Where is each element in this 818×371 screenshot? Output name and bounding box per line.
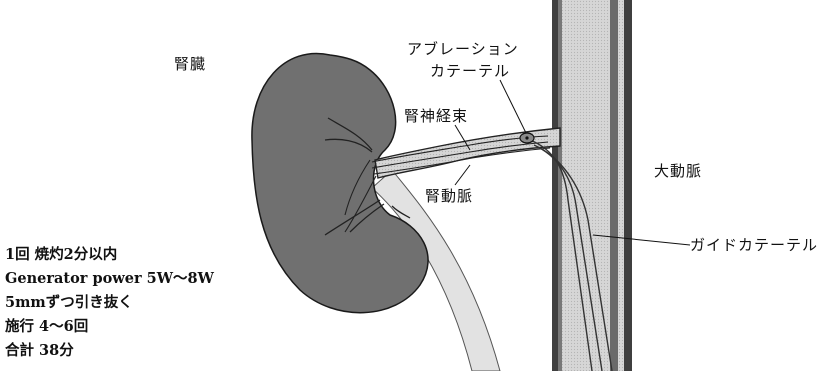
label-kidney: 腎臓 [174,55,206,73]
label-ablation-catheter-line1: アブレーション [407,40,519,58]
label-aorta: 大動脈 [654,162,702,180]
note-line: 5mmずつ引き抜く [5,291,214,315]
label-guide-catheter: ガイドカテーテル [690,236,818,254]
note-line: Generator power 5W～8W [5,267,214,291]
aorta [552,0,632,371]
ablation-catheter-tip [520,133,534,143]
label-ablation-catheter-line2: カテーテル [430,62,510,80]
procedure-notes: 1回 焼灼2分以内 Generator power 5W～8W 5mmずつ引き抜… [5,243,214,363]
label-renal-nerve: 腎神経束 [404,107,468,125]
label-renal-artery: 腎動脈 [425,187,473,205]
note-line: 1回 焼灼2分以内 [5,243,214,267]
note-line: 合計 38分 [5,339,214,363]
note-line: 施行 4～6回 [5,315,214,339]
